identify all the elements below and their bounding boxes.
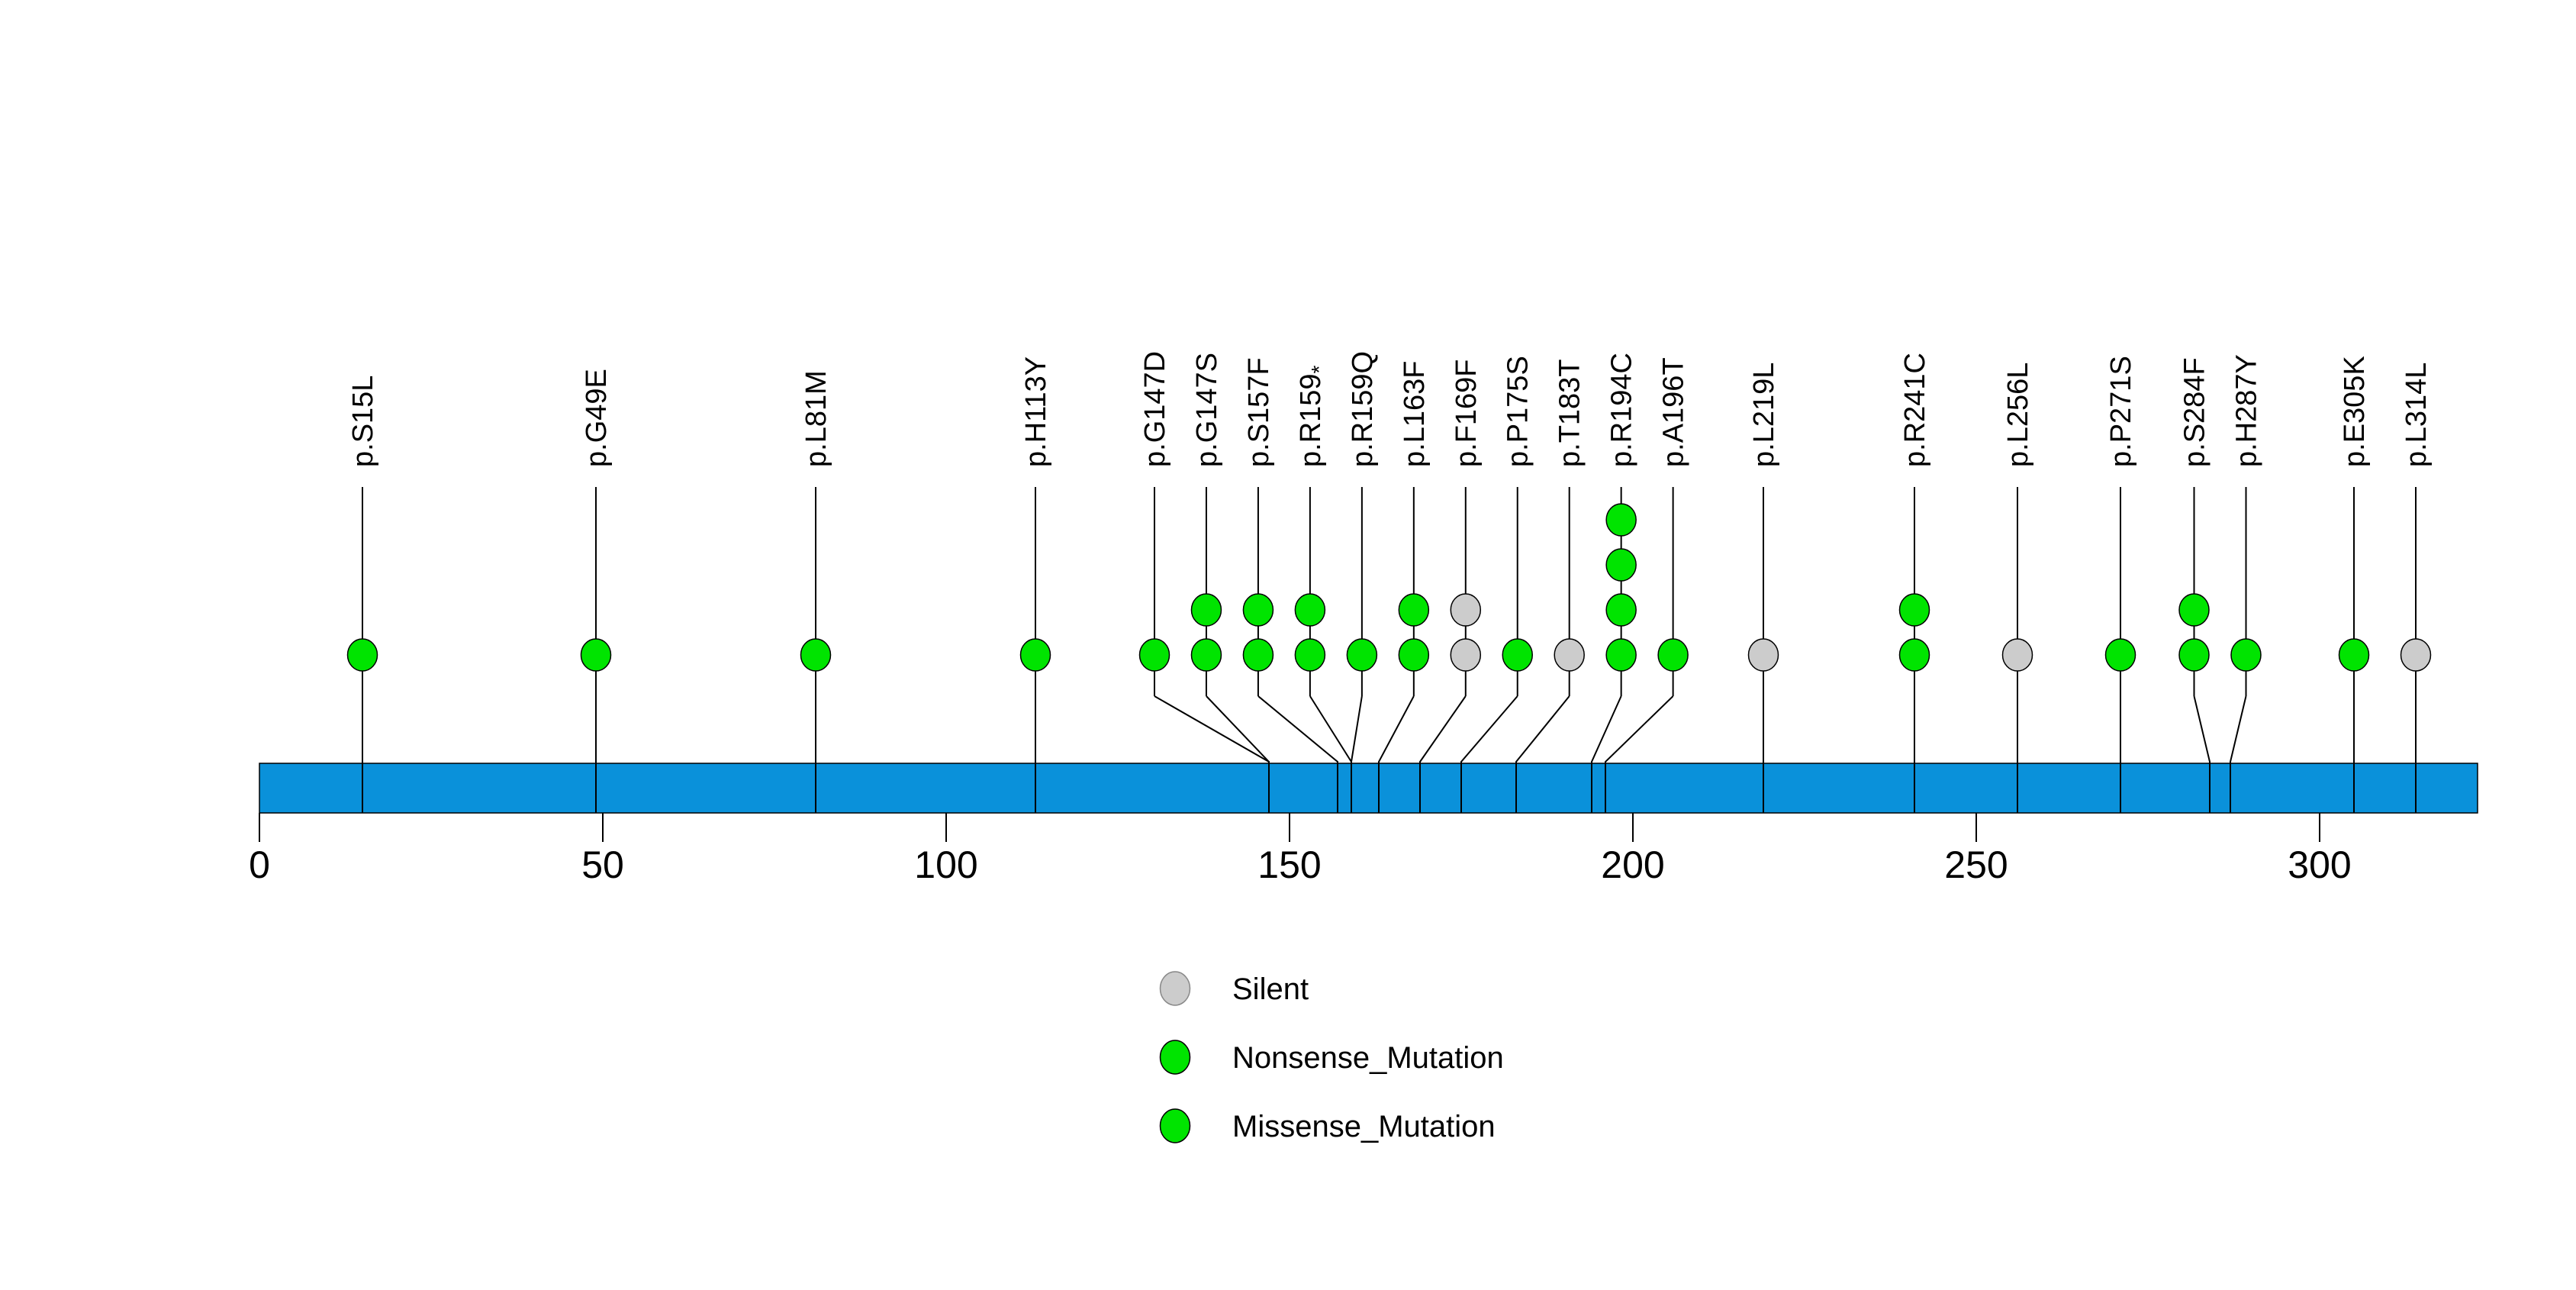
mutation-lollipop	[1747, 638, 1779, 672]
mutation-label: p.R194C	[1606, 353, 1638, 467]
mutation-lollipop	[1605, 593, 1637, 627]
legend-label: Silent	[1232, 972, 1309, 1006]
mutation-label: p.L163F	[1399, 361, 1431, 467]
mutation-connector	[2230, 695, 2247, 813]
mutation-lollipop	[1898, 593, 1930, 627]
mutation-connector	[1351, 695, 1363, 813]
mutation-connector	[2193, 695, 2211, 813]
mutation-lollipop	[2230, 638, 2262, 672]
mutation-connector	[1591, 695, 1622, 813]
legend-label: Missense_Mutation	[1232, 1110, 1496, 1143]
mutation-connector	[1515, 695, 1570, 813]
mutation-label: p.L256L	[2002, 363, 2034, 467]
mutation-lollipop	[2178, 638, 2210, 672]
mutation-label: p.S284F	[2179, 357, 2211, 467]
mutation-lollipop	[1398, 638, 1430, 672]
mutation-lollipop	[1605, 638, 1637, 672]
mutation-lollipop	[2104, 638, 2136, 672]
mutation-label: p.P271S	[2105, 356, 2137, 467]
mutation-lollipop	[1190, 593, 1222, 627]
mutation-lollipop	[1138, 638, 1170, 672]
mutation-label: p.L314L	[2401, 363, 2433, 467]
mutation-lollipop	[2338, 638, 2370, 672]
mutation-lollipop	[1605, 503, 1637, 537]
mutation-label: p.E305K	[2339, 356, 2371, 467]
mutation-connector	[1257, 695, 1338, 813]
mutation-lollipop	[1242, 593, 1274, 627]
x-axis-tick-label: 50	[581, 843, 624, 886]
mutation-lollipop	[1898, 638, 1930, 672]
x-axis-tick-label: 0	[249, 843, 270, 886]
mutation-connector	[1419, 695, 1467, 813]
mutation-lollipop	[346, 638, 378, 672]
mutation-lollipop	[2001, 638, 2033, 672]
mutation-lollipop	[1294, 593, 1326, 627]
x-axis-tick-label: 100	[914, 843, 977, 886]
mutation-connector	[1605, 695, 1674, 813]
mutation-lollipop	[1502, 638, 1533, 672]
x-axis-tick-label: 200	[1601, 843, 1664, 886]
mutation-lollipop	[1242, 638, 1274, 672]
mutation-connector	[1378, 695, 1415, 813]
mutation-label: p.P175S	[1502, 356, 1534, 467]
mutation-lollipop	[800, 638, 832, 672]
mutation-lollipop	[2400, 638, 2432, 672]
mutation-label: p.G147D	[1139, 351, 1171, 467]
mutation-connector	[1460, 695, 1518, 813]
legend-label: Nonsense_Mutation	[1232, 1041, 1504, 1075]
mutation-label: p.S157F	[1243, 357, 1275, 467]
protein-bar	[259, 763, 2478, 814]
mutation-label: p.A196T	[1658, 357, 1690, 467]
mutation-label: p.T183T	[1554, 359, 1586, 467]
x-axis-tick-label: 150	[1257, 843, 1321, 886]
mutation-lollipop	[1346, 638, 1378, 672]
mutation-lollipop	[1294, 638, 1326, 672]
mutation-connector	[1206, 695, 1270, 813]
mutation-label: p.S15L	[347, 376, 379, 467]
legend-swatch	[1159, 971, 1191, 1006]
mutation-label: p.L219L	[1748, 363, 1780, 467]
legend-swatch	[1159, 1108, 1191, 1143]
mutation-label: p.G147S	[1191, 353, 1223, 467]
mutation-lollipop	[1398, 593, 1430, 627]
mutation-lollipop	[1605, 548, 1637, 582]
mutation-label: p.H113Y	[1020, 356, 1052, 467]
mutation-label: p.R241C	[1899, 353, 1931, 467]
x-axis-tick-label: 300	[2288, 843, 2351, 886]
mutation-lollipop	[1450, 638, 1482, 672]
x-axis-tick-label: 250	[1944, 843, 2008, 886]
mutation-label: p.R159*	[1295, 365, 1331, 467]
mutation-label: p.L81M	[800, 370, 832, 467]
mutation-lollipop	[1450, 593, 1482, 627]
mutation-label: p.G49E	[581, 369, 613, 467]
legend-swatch	[1159, 1040, 1191, 1075]
mutation-label: p.R159Q	[1347, 351, 1379, 467]
mutation-lollipop	[2178, 593, 2210, 627]
mutation-lollipop	[580, 638, 612, 672]
mutation-lollipop	[1190, 638, 1222, 672]
mutation-label: p.F169F	[1451, 359, 1483, 467]
mutation-lollipop	[1657, 638, 1689, 672]
mutation-label: p.H287Y	[2231, 354, 2263, 467]
mutation-lollipop	[1554, 638, 1585, 672]
mutation-lollipop	[1019, 638, 1051, 672]
